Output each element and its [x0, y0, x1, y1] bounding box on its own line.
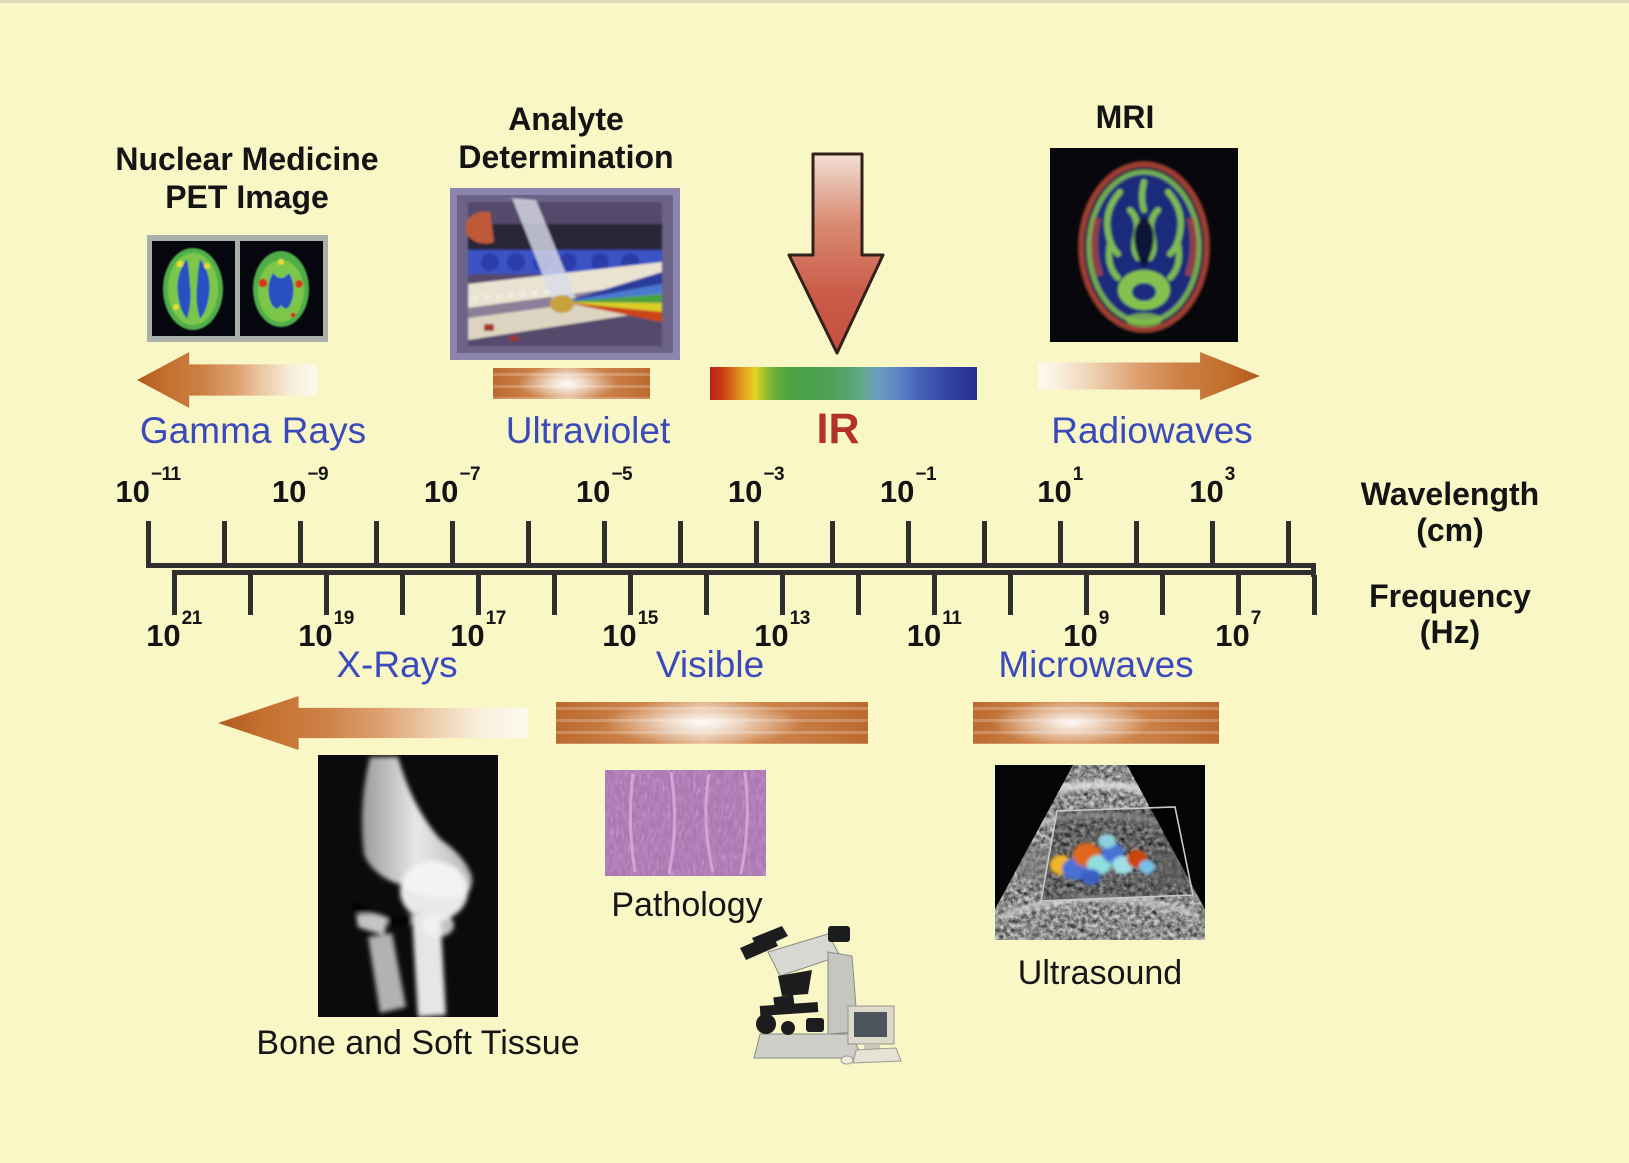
frequency-tick — [552, 575, 557, 615]
frequency-tick — [1312, 575, 1317, 615]
wavelength-tick — [982, 521, 987, 563]
wavelength-tick-label: 10−5 — [575, 463, 633, 509]
wavelength-tick — [754, 521, 759, 563]
wavelength-axis-title-line2: (cm) — [1416, 512, 1484, 548]
frequency-tick-label: 1011 — [906, 607, 962, 653]
ir-label: IR — [816, 405, 860, 453]
wavelength-tick-label: 10−9 — [271, 463, 329, 509]
wavelength-tick — [374, 521, 379, 563]
wavelength-tick-label: 10−11 — [115, 463, 181, 509]
ultrasound-caption: Ultrasound — [1017, 954, 1183, 992]
frequency-tick — [248, 575, 253, 615]
visible-label: Visible — [655, 644, 765, 685]
frequency-axis-title-line2: (Hz) — [1419, 614, 1481, 650]
frequency-axis-title-line1: Frequency — [1369, 578, 1531, 614]
pet-title-line1: Nuclear Medicine — [115, 141, 379, 177]
wavelength-axis-title-line1: Wavelength — [1360, 476, 1540, 512]
ultraviolet-label: Ultraviolet — [505, 410, 671, 451]
frequency-tick — [1160, 575, 1165, 615]
gamma-rays-left-arrow — [137, 352, 317, 408]
histology-slide-image — [605, 770, 766, 876]
frequency-axis-line — [172, 570, 1316, 575]
wavelength-tick-label: 103 — [1189, 463, 1235, 509]
analyte-title: Analyte Determination — [458, 100, 673, 176]
wavelength-tick-label: 10−1 — [879, 463, 937, 509]
wavelength-tick — [1134, 521, 1139, 563]
frequency-tick — [1236, 575, 1241, 615]
mri-title: MRI — [1095, 99, 1155, 135]
wavelength-tick-label: 10−7 — [423, 463, 481, 509]
wavelength-tick — [602, 521, 607, 563]
wavelength-tick-label: 101 — [1037, 463, 1083, 509]
frequency-tick — [1008, 575, 1013, 615]
wavelength-tick — [146, 521, 151, 563]
frequency-axis-title: Frequency (Hz) — [1369, 578, 1531, 650]
wavelength-tick-label: 10−3 — [727, 463, 785, 509]
frequency-tick — [704, 575, 709, 615]
wavelength-tick — [830, 521, 835, 563]
analyte-photo-image — [450, 188, 680, 360]
analyte-title-line1: Analyte — [508, 101, 624, 137]
wavelength-tick — [450, 521, 455, 563]
frequency-tick — [856, 575, 861, 615]
frequency-tick — [172, 575, 177, 615]
xray-caption: Bone and Soft Tissue — [256, 1024, 580, 1062]
frequency-tick-label: 1021 — [146, 607, 202, 653]
pet-title-line2: PET Image — [165, 179, 329, 215]
wavelength-tick — [1058, 521, 1063, 563]
wavelength-tick — [1286, 521, 1291, 563]
radiowaves-right-arrow — [1038, 352, 1260, 400]
elbow-xray-image — [318, 755, 498, 1017]
wavelength-tick — [678, 521, 683, 563]
microscope-workstation-image — [740, 926, 902, 1065]
ultraviolet-band — [493, 368, 650, 399]
frequency-tick-label: 1015 — [602, 607, 658, 653]
wavelength-axis-title: Wavelength (cm) — [1361, 476, 1539, 548]
wavelength-tick — [298, 521, 303, 563]
frequency-tick — [1084, 575, 1089, 615]
frequency-tick-label: 107 — [1215, 607, 1261, 653]
ir-down-arrow — [787, 152, 885, 355]
figure-top-edge — [0, 0, 1629, 3]
frequency-tick — [932, 575, 937, 615]
gamma-rays-label: Gamma Rays — [139, 410, 367, 451]
fetal-ultrasound-image — [995, 765, 1205, 940]
pet-title: Nuclear Medicine PET Image — [115, 140, 378, 216]
analyte-title-line2: Determination — [458, 139, 674, 175]
pathology-caption: Pathology — [611, 886, 763, 924]
pet-brain-scans-image — [147, 235, 328, 342]
wavelength-tick — [222, 521, 227, 563]
wavelength-tick — [1210, 521, 1215, 563]
axis-right-endcap — [1311, 563, 1316, 577]
visible-spectrum-strip — [710, 367, 977, 400]
xrays-label: X-Rays — [336, 644, 458, 685]
wavelength-tick — [906, 521, 911, 563]
wavelength-tick — [526, 521, 531, 563]
wavelength-axis-line — [146, 563, 1316, 568]
frequency-tick-label: 1017 — [450, 607, 506, 653]
frequency-tick — [628, 575, 633, 615]
microwaves-band — [973, 702, 1219, 744]
microwaves-label: Microwaves — [998, 644, 1194, 685]
xrays-left-arrow — [218, 696, 528, 750]
frequency-tick — [780, 575, 785, 615]
frequency-tick — [400, 575, 405, 615]
mri-brain-scan-image — [1050, 148, 1238, 342]
frequency-tick — [476, 575, 481, 615]
frequency-tick — [324, 575, 329, 615]
radiowaves-label: Radiowaves — [1051, 410, 1253, 451]
visible-band — [556, 702, 868, 744]
